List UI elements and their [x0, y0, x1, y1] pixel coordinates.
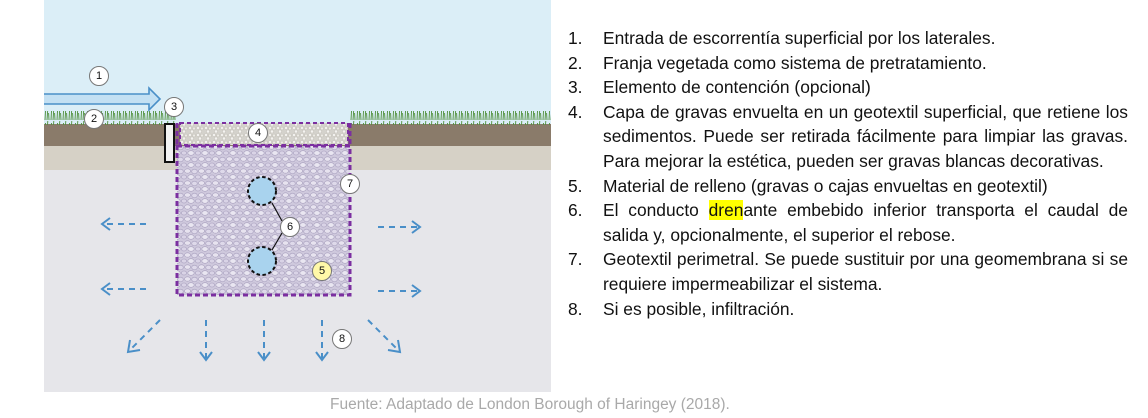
legend-text: Franja vegetada como sistema de pretrata…	[603, 52, 987, 73]
legend-text: Elemento de contención (opcional)	[603, 77, 871, 98]
legend-number: 5.	[568, 175, 583, 196]
containment-element	[164, 123, 175, 163]
legend-text: Si es posible, infiltración.	[603, 298, 795, 319]
infiltration-arrows	[126, 319, 402, 362]
trench-diagram: 1 2 3 4 5 6 7 8	[44, 0, 551, 392]
callout-4: 4	[248, 123, 268, 143]
legend-text-post: ante embebido inferior transporta el cau…	[603, 200, 1128, 245]
legend-number: 8.	[568, 298, 583, 319]
callout-7: 7	[340, 174, 360, 194]
infiltration-arrow-2	[199, 320, 213, 362]
grass-strip-left	[44, 111, 176, 125]
pipe-leader-upper	[271, 202, 283, 222]
pipe-leader-lower	[271, 232, 283, 251]
upper-pipe	[247, 176, 277, 206]
legend-list: 1. Entrada de escorrentía superficial por…	[568, 26, 1128, 321]
lateral-arrow-left-bottom	[100, 282, 146, 296]
legend-number: 4.	[568, 101, 583, 122]
legend-number: 3.	[568, 77, 583, 98]
infiltration-arrow-5	[367, 319, 402, 354]
legend-item-5: 5. Material de relleno (gravas o cajas en…	[568, 174, 1128, 199]
legend-item-1: 1. Entrada de escorrentía superficial por…	[568, 26, 1128, 51]
callout-2: 2	[84, 109, 104, 129]
callout-1: 1	[89, 66, 109, 86]
callout-8: 8	[332, 329, 352, 349]
legend-number: 7.	[568, 249, 583, 270]
svg-text:1: 1	[96, 70, 102, 82]
svg-text:7: 7	[347, 178, 353, 190]
lateral-arrows	[100, 217, 422, 298]
svg-text:4: 4	[255, 127, 261, 139]
source-caption: Fuente: Adaptado de London Borough of Ha…	[330, 396, 730, 413]
legend-item-3: 3. Elemento de contención (opcional)	[568, 75, 1128, 100]
legend-text: Capa de gravas envuelta en un geotextil …	[603, 101, 1128, 171]
svg-text:8: 8	[339, 333, 345, 345]
surface-geotextile	[179, 122, 349, 146]
legend-text: Material de relleno (gravas o cajas envu…	[603, 175, 1048, 196]
legend-number: 6.	[568, 200, 583, 221]
lateral-arrow-right-bottom	[378, 284, 422, 298]
legend-item-4: 4. Capa de gravas envuelta en un geotexti…	[568, 100, 1128, 174]
callout-6: 6	[280, 217, 300, 237]
lower-pipe	[247, 246, 277, 276]
infiltration-arrow-4	[315, 320, 329, 362]
lateral-arrow-left-top	[100, 217, 146, 231]
svg-text:6: 6	[287, 221, 293, 233]
inflow-arrow	[44, 86, 162, 112]
legend-number: 2.	[568, 52, 583, 73]
svg-text:3: 3	[171, 101, 177, 113]
perimeter-geotextile	[175, 144, 352, 297]
legend-item-7: 7. Geotextil perimetral. Se puede sustitu…	[568, 247, 1128, 296]
infiltration-arrow-3	[257, 320, 271, 362]
legend-text-pre: El conducto	[603, 200, 709, 221]
legend-item-2: 2. Franja vegetada como sistema de pretra…	[568, 51, 1128, 76]
legend-text: Geotextil perimetral. Se puede sustituir…	[603, 249, 1128, 294]
infiltration-arrow-1	[126, 319, 161, 354]
legend-number: 1.	[568, 28, 583, 48]
svg-text:2: 2	[91, 113, 97, 125]
highlighted-word: dren	[708, 200, 744, 221]
grass-strip-right	[350, 111, 551, 125]
lateral-arrow-right-top	[378, 220, 422, 234]
sky	[44, 0, 551, 124]
legend-text: Entrada de escorrentía superficial por l…	[603, 28, 996, 48]
callout-3: 3	[164, 97, 184, 117]
legend-item-8: 8. Si es posible, infiltración.	[568, 297, 1128, 322]
svg-text:5: 5	[319, 265, 325, 277]
legend-item-6: 6. El conducto drenante embebido inferior…	[568, 198, 1128, 247]
callout-5: 5	[312, 261, 332, 281]
